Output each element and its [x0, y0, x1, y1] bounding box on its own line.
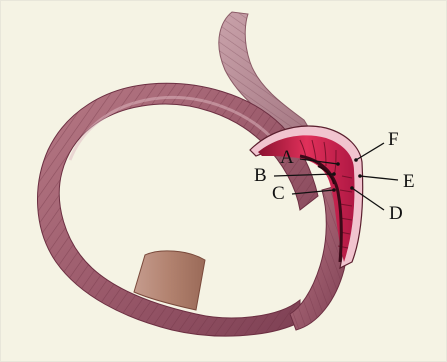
label-e: E [403, 172, 415, 191]
label-a: A [280, 148, 294, 167]
label-b: B [254, 166, 267, 185]
leader-e [360, 176, 398, 180]
leader-f [356, 143, 384, 160]
label-c: C [272, 184, 285, 203]
label-d: D [389, 204, 403, 223]
label-f: F [388, 130, 399, 149]
